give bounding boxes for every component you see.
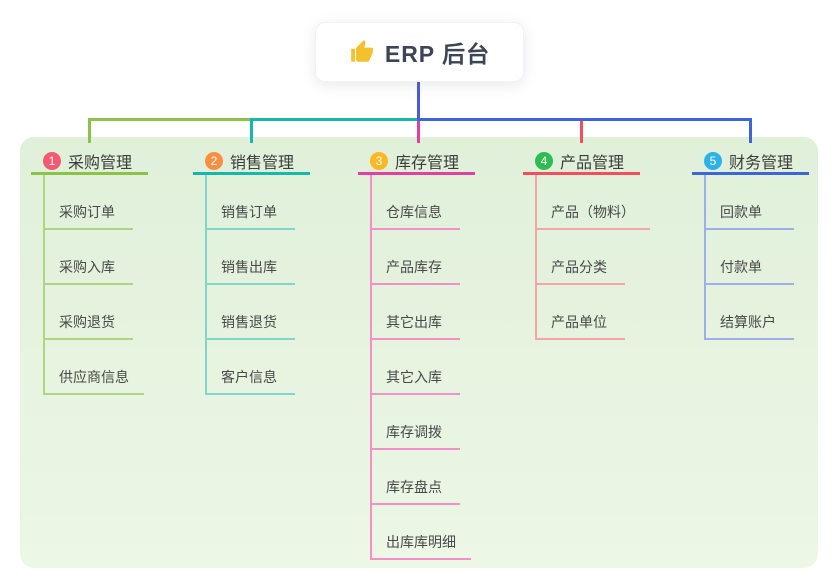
tree-node[interactable]: 供应商信息 — [45, 340, 144, 395]
tree-node-label: 回款单 — [720, 204, 762, 220]
tree-node[interactable]: 仓库信息 — [372, 175, 460, 230]
tree-node[interactable]: 产品分类 — [537, 230, 625, 285]
tree-node-label: 客户信息 — [221, 369, 277, 385]
branch-5-children: 回款单付款单结算账户 — [704, 175, 794, 340]
branch-4-drop-connector — [580, 121, 583, 143]
tree-node-label: 库存盘点 — [386, 479, 442, 495]
tree-node[interactable]: 结算账户 — [706, 285, 794, 340]
branch-4-number-badge: 4 — [535, 152, 553, 170]
branch-4: 4 产品管理产品（物料） 产品分类产品单位 — [523, 150, 650, 340]
tree-node-label: 其它入库 — [386, 369, 442, 385]
tree-node-label: 付款单 — [720, 259, 762, 275]
tree-node[interactable]: 采购退货 — [45, 285, 133, 340]
root-node[interactable]: ERP 后台 — [315, 22, 524, 82]
tree-node-label: 结算账户 — [720, 314, 776, 330]
tree-node-label: 产品库存 — [386, 259, 442, 275]
tree-node[interactable]: 其它入库 — [372, 340, 460, 395]
branch-3-drop-connector — [417, 121, 420, 143]
branch-5: 5 财务管理回款单付款单结算账户 — [692, 150, 809, 340]
bus-segment-left — [88, 118, 253, 121]
branch-2-title[interactable]: 2 销售管理 — [193, 150, 310, 175]
branch-3-children: 仓库信息产品库存其它出库其它入库库存调拨库存盘点出库库明细 — [370, 175, 471, 560]
bus-segment-middle — [250, 118, 420, 121]
tree-node[interactable]: 库存盘点 — [372, 450, 460, 505]
tree-node[interactable]: 采购订单 — [45, 175, 133, 230]
tree-node[interactable]: 产品（物料） — [537, 175, 650, 230]
tree-node-label: 采购订单 — [59, 204, 115, 220]
branch-3: 3 库存管理仓库信息产品库存其它出库其它入库库存调拨库存盘点出库库明细 — [358, 150, 475, 560]
branch-3-title[interactable]: 3 库存管理 — [358, 150, 475, 175]
branch-2-children: 销售订单销售出库销售退货客户信息 — [205, 175, 295, 395]
branch-5-drop-connector — [749, 118, 752, 143]
branch-1-drop-connector — [88, 118, 91, 143]
branch-1-children: 采购订单采购入库采购退货供应商信息 — [43, 175, 144, 395]
branch-5-label: 财务管理 — [729, 155, 794, 172]
tree-node-label: 销售出库 — [221, 259, 277, 275]
tree-node[interactable]: 客户信息 — [207, 340, 295, 395]
tree-node[interactable]: 销售退货 — [207, 285, 295, 340]
tree-node-label: 产品（物料） — [551, 204, 635, 220]
tree-node[interactable]: 采购入库 — [45, 230, 133, 285]
thumbs-up-icon — [351, 40, 374, 62]
tree-node[interactable]: 库存调拨 — [372, 395, 460, 450]
branch-2-number-badge: 2 — [205, 152, 223, 170]
tree-node[interactable]: 产品库存 — [372, 230, 460, 285]
branches-panel — [20, 137, 818, 568]
branch-5-number-badge: 5 — [704, 152, 722, 170]
branch-2-label: 销售管理 — [230, 155, 295, 172]
root-trunk-connector — [417, 82, 420, 121]
bus-segment-right — [417, 118, 752, 121]
tree-node-label: 出库库明细 — [386, 534, 456, 550]
branch-5-title[interactable]: 5 财务管理 — [692, 150, 809, 175]
branch-3-label: 库存管理 — [395, 155, 460, 172]
tree-node-label: 销售订单 — [221, 204, 277, 220]
branch-4-title[interactable]: 4 产品管理 — [523, 150, 640, 175]
tree-node[interactable]: 其它出库 — [372, 285, 460, 340]
tree-node-label: 库存调拨 — [386, 424, 442, 440]
branch-2: 2 销售管理销售订单销售出库销售退货客户信息 — [193, 150, 310, 395]
branch-1: 1 采购管理采购订单采购入库采购退货供应商信息 — [31, 150, 148, 395]
tree-node[interactable]: 产品单位 — [537, 285, 625, 340]
tree-node-label: 销售退货 — [221, 314, 277, 330]
tree-node-label: 其它出库 — [386, 314, 442, 330]
tree-node-label: 产品分类 — [551, 259, 607, 275]
tree-node-label: 供应商信息 — [59, 369, 129, 385]
tree-node-label: 产品单位 — [551, 314, 607, 330]
root-title: ERP 后台 — [384, 41, 491, 67]
tree-node[interactable]: 销售出库 — [207, 230, 295, 285]
tree-node[interactable]: 付款单 — [706, 230, 794, 285]
tree-node[interactable]: 销售订单 — [207, 175, 295, 230]
tree-node-label: 采购退货 — [59, 314, 115, 330]
branch-4-children: 产品（物料） 产品分类产品单位 — [535, 175, 650, 340]
branch-2-drop-connector — [250, 118, 253, 143]
branch-1-title[interactable]: 1 采购管理 — [31, 150, 148, 175]
tree-node[interactable]: 回款单 — [706, 175, 794, 230]
tree-node[interactable]: 出库库明细 — [372, 505, 471, 560]
tree-node-label: 采购入库 — [59, 259, 115, 275]
branch-1-label: 采购管理 — [68, 155, 133, 172]
tree-node-label: 仓库信息 — [386, 204, 442, 220]
branch-3-number-badge: 3 — [370, 152, 388, 170]
branch-4-label: 产品管理 — [560, 155, 625, 172]
branch-1-number-badge: 1 — [43, 152, 61, 170]
